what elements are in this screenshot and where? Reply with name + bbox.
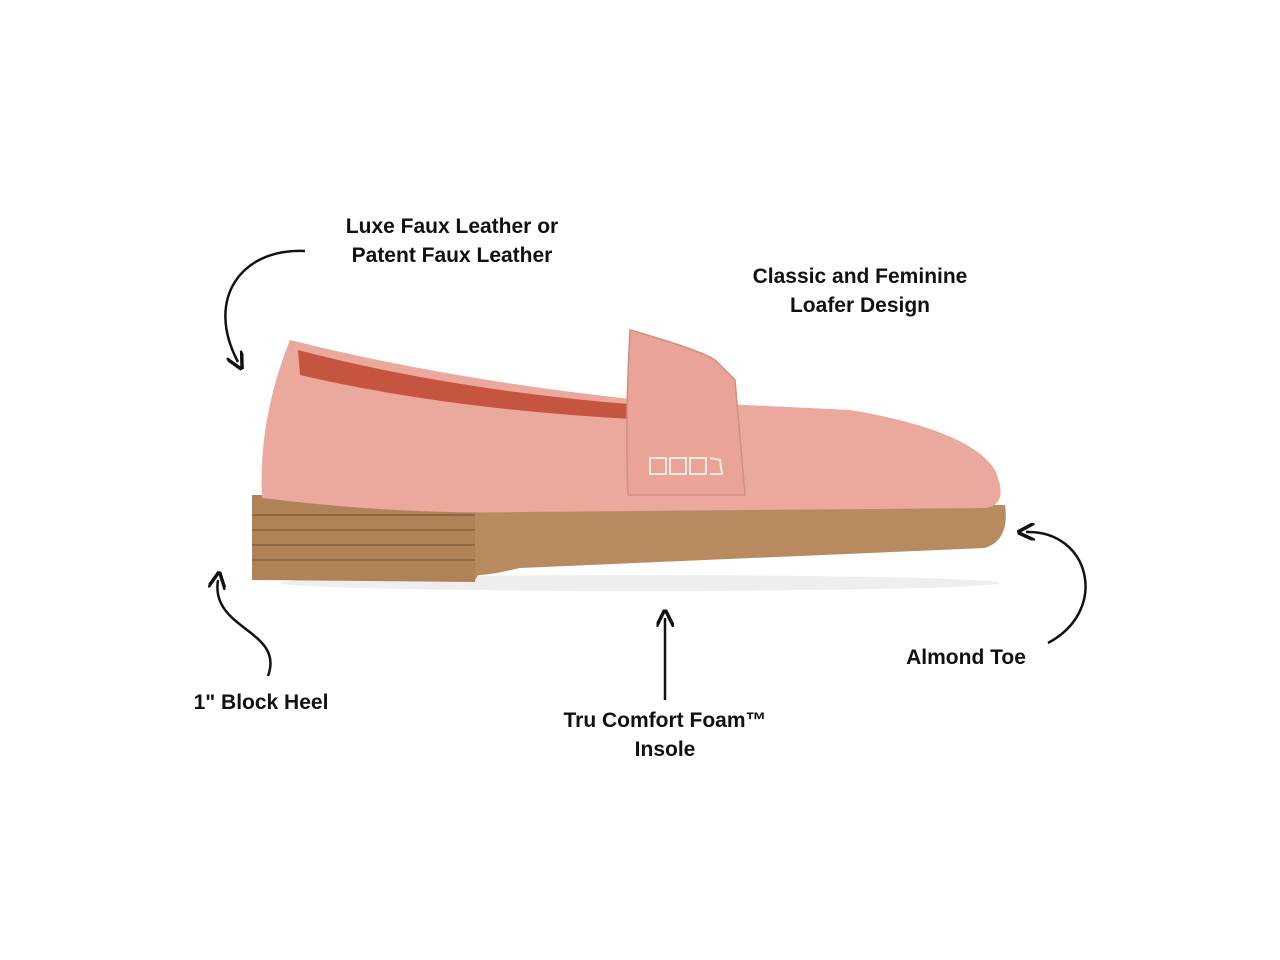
callout-heel: 1" Block Heel (194, 688, 329, 717)
callout-line: Luxe Faux Leather or (345, 215, 559, 238)
callout-line: 1" Block Heel (193, 691, 329, 714)
arrow-heel (217, 580, 272, 677)
callout-line: Classic and Feminine (752, 265, 968, 288)
callout-line: Insole (634, 738, 696, 761)
callout-insole: Tru Comfort Foam™ Insole (564, 706, 767, 764)
callout-line: Tru Comfort Foam™ (563, 709, 767, 732)
callout-toe: Almond Toe (906, 643, 1026, 672)
callout-line: Patent Faux Leather (351, 244, 553, 267)
arrow-toe (1026, 532, 1087, 645)
callout-line: Loafer Design (789, 294, 931, 317)
callout-material: Luxe Faux Leather or Patent Faux Leather (346, 212, 558, 270)
arrow-material (224, 249, 306, 362)
loafer-shoe (252, 329, 1006, 582)
callout-line: Almond Toe (906, 646, 1026, 669)
callout-design: Classic and Feminine Loafer Design (753, 262, 968, 320)
